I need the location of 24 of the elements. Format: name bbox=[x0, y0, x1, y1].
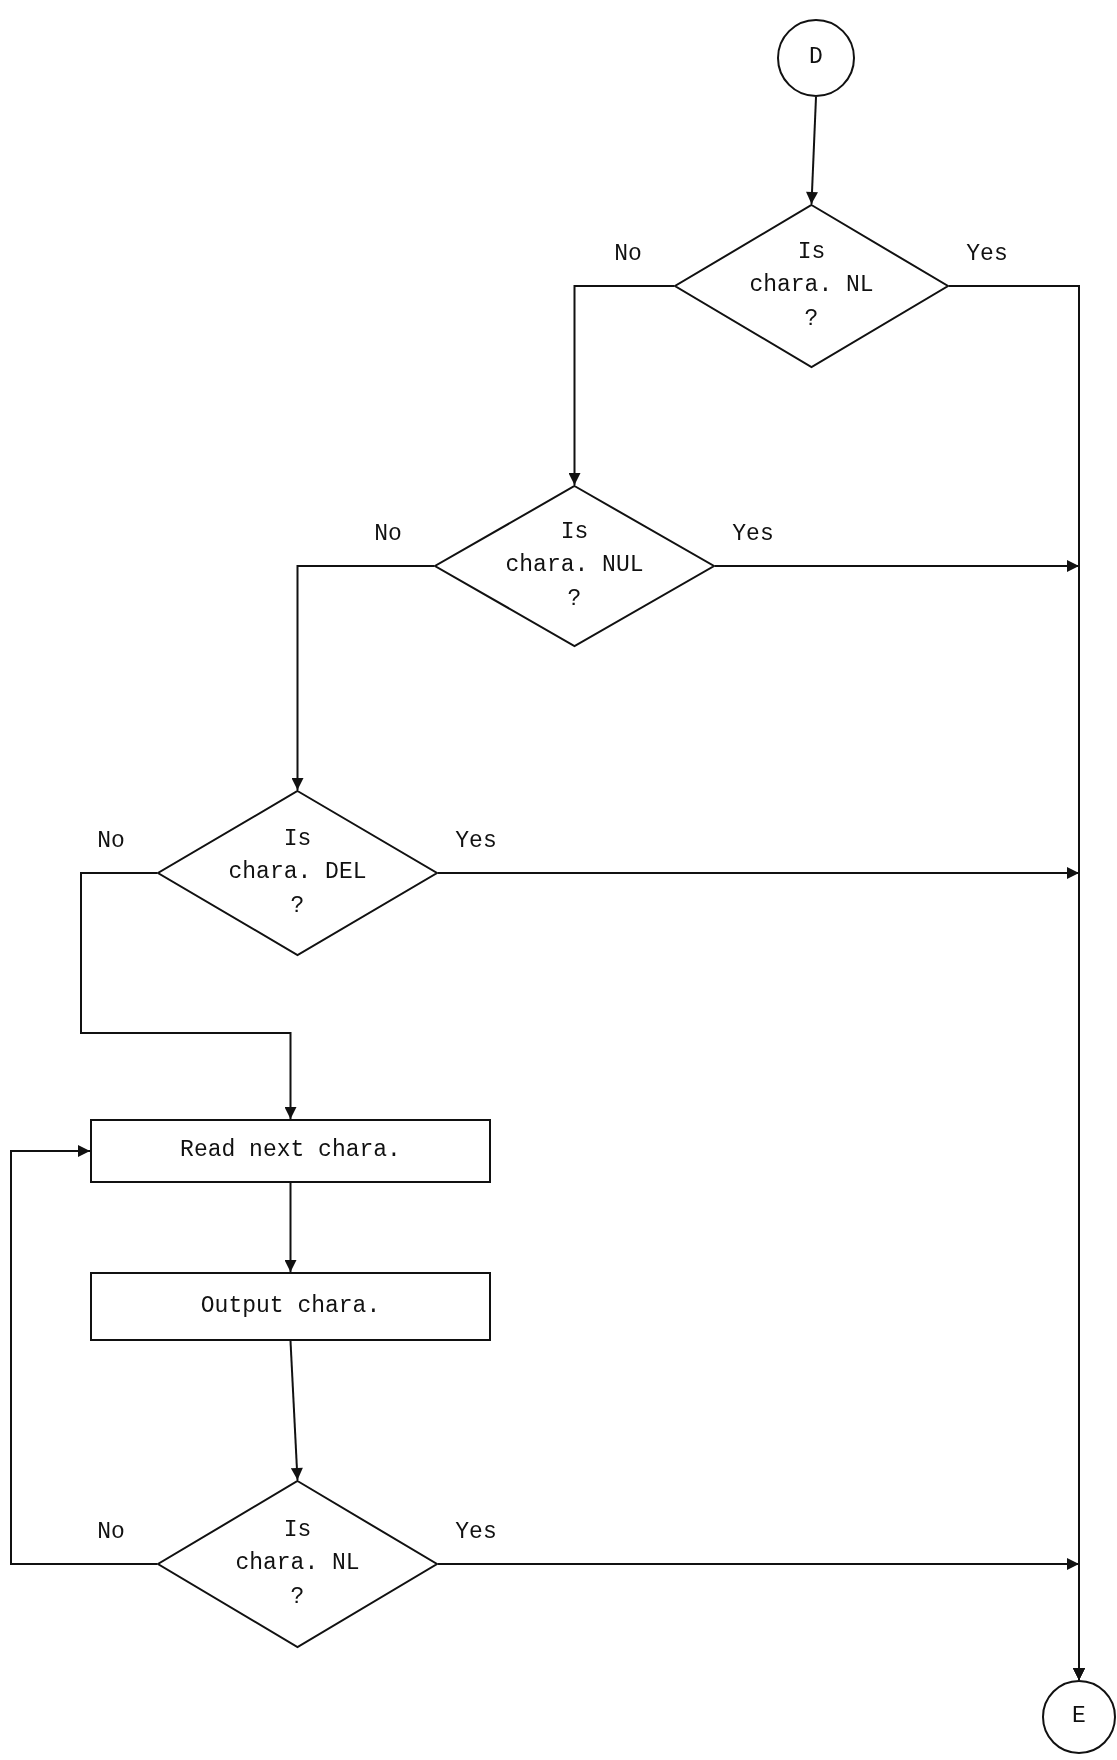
process-box bbox=[90, 1272, 491, 1341]
decision-diamond bbox=[157, 790, 438, 956]
decision-diamond bbox=[157, 1480, 438, 1648]
node-text: Read next chara. bbox=[180, 1136, 401, 1166]
node-text: Output chara. bbox=[200, 1291, 381, 1321]
connector-circle bbox=[1042, 1680, 1116, 1754]
arrow bbox=[80, 872, 297, 1120]
node-text: Is chara. NUL ? bbox=[505, 518, 644, 614]
arrow bbox=[10, 1145, 158, 1565]
arrow bbox=[806, 96, 818, 205]
node-text: D bbox=[809, 43, 823, 73]
decision-diamond bbox=[674, 204, 949, 368]
process-box bbox=[90, 1119, 491, 1183]
arrow bbox=[437, 1558, 1085, 1681]
arrow bbox=[284, 1182, 297, 1273]
arrow bbox=[289, 1340, 303, 1481]
decision-diamond bbox=[434, 485, 715, 647]
arrow bbox=[568, 285, 675, 486]
node-text: E bbox=[1072, 1702, 1086, 1732]
node-text: Is chara. NL ? bbox=[235, 1516, 360, 1612]
node-text: Is chara. DEL ? bbox=[228, 825, 367, 921]
node-text: Is chara. NL ? bbox=[749, 238, 874, 334]
connector-circle bbox=[777, 19, 855, 97]
arrow bbox=[291, 565, 435, 791]
